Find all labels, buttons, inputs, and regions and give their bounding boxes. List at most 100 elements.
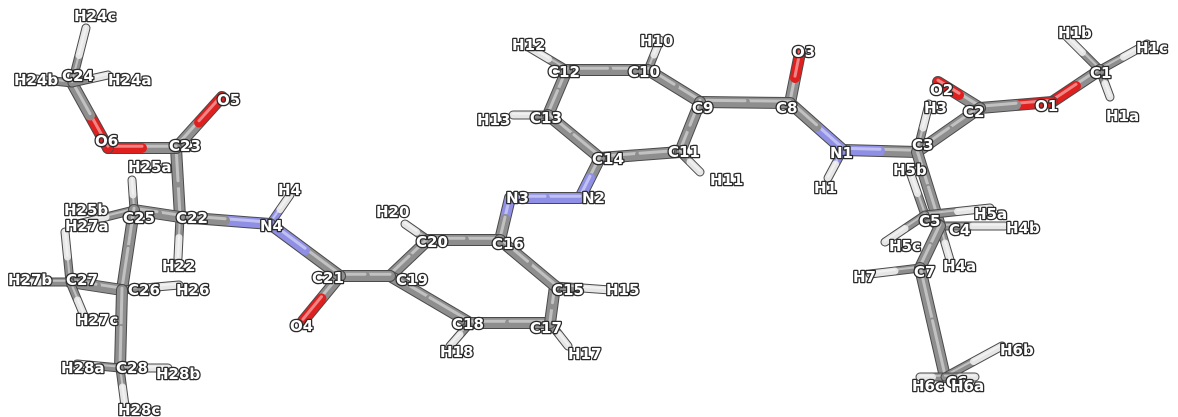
bond-C27-H27b (23, 277, 75, 287)
atom-label-c26: C26 (128, 281, 160, 299)
bond-C5-H5a (920, 203, 995, 220)
atom-label-h20: H20 (376, 203, 409, 221)
atom-label-h1b: H1b (1058, 24, 1092, 42)
atom-label-c8: C8 (776, 99, 797, 117)
atom-label-h28b: H28b (156, 365, 200, 383)
atom-label-c23: C23 (169, 137, 201, 155)
atom-label-h24b: H24b (14, 71, 58, 89)
bond-C6-H6a (940, 372, 980, 382)
atom-label-c3: C3 (912, 136, 933, 154)
atom-label-o1: O1 (1035, 97, 1058, 115)
atom-label-c11: C11 (668, 143, 700, 161)
atom-label-c9: C9 (692, 99, 713, 117)
atom-label-o5: O5 (217, 91, 240, 109)
atom-label-c12: C12 (548, 63, 580, 81)
bond-C7-H7 (865, 263, 925, 279)
atom-label-h5c: H5c (889, 237, 921, 255)
bond-C7-C6 (914, 262, 951, 383)
atom-label-h25b: H25b (64, 201, 108, 219)
atom-label-c18: C18 (452, 315, 484, 333)
atom-label-o6: O6 (95, 132, 118, 150)
bond-C23-O5 (170, 91, 228, 154)
atom-label-c21: C21 (312, 269, 344, 287)
bond-C3-N1 (837, 144, 923, 158)
bond-C11-H11 (675, 147, 705, 177)
atom-label-c13: C13 (530, 109, 562, 127)
bond-C22-C25 (128, 204, 186, 223)
bond-C24-H24a (67, 70, 113, 88)
atom-label-h1a: H1a (1106, 107, 1139, 125)
atom-label-h4a: H4a (943, 257, 976, 275)
atom-label-c1: C1 (1090, 64, 1111, 82)
atom-label-c22: C22 (176, 209, 208, 227)
atom-label-h24c: H24c (74, 7, 116, 25)
bond-C14-C11 (594, 146, 686, 164)
atom-label-h15: H15 (606, 281, 639, 299)
atom-label-h24a: H24a (108, 71, 152, 89)
bond-C10-C12 (561, 64, 654, 76)
atom-label-o3: O3 (792, 43, 815, 61)
atom-label-c16: C16 (492, 235, 524, 253)
atom-label-n3: N3 (506, 189, 529, 207)
atom-label-h4b: H4b (1006, 219, 1040, 237)
bonds-layer (23, 23, 1152, 411)
atom-label-h28c: H28c (118, 401, 160, 417)
atom-label-h13: H13 (477, 111, 510, 129)
atom-label-h25a: H25a (128, 158, 172, 176)
atom-label-h4: H4 (278, 181, 301, 199)
atom-label-h28a: H28a (61, 359, 105, 377)
atom-label-n1: N1 (830, 144, 853, 162)
atom-label-c20: C20 (416, 233, 448, 251)
bond-N4-C22 (174, 211, 276, 230)
atom-label-c25: C25 (123, 209, 155, 227)
atom-label-h10: H10 (640, 32, 673, 50)
atom-label-c2: C2 (963, 103, 984, 121)
atom-label-h6c: H6c (912, 377, 944, 395)
bond-C28-H28c (115, 363, 130, 411)
bond-C19-C21 (334, 270, 396, 282)
atom-label-c15: C15 (552, 281, 584, 299)
atom-label-c10: C10 (628, 63, 660, 81)
atom-label-h1: H1 (814, 179, 837, 197)
atom-label-c14: C14 (592, 150, 624, 168)
atom-label-h3: H3 (924, 99, 947, 117)
bond-C3-H3 (912, 99, 934, 157)
atom-label-h18: H18 (440, 343, 473, 361)
bond-C27-H27c (65, 277, 90, 323)
atom-label-h27b: H27b (8, 271, 52, 289)
atom-label-h17: H17 (568, 345, 601, 363)
atom-label-h1c: H1c (1136, 39, 1168, 57)
atom-label-h22: H22 (162, 257, 195, 275)
atom-label-o4: O4 (290, 317, 313, 335)
bond-C5-H5c (880, 210, 930, 247)
bond-C26-C28 (114, 284, 128, 374)
atom-label-h26: H26 (176, 281, 209, 299)
atom-label-o2: O2 (930, 81, 953, 99)
atom-label-h6a: H6a (951, 377, 984, 395)
atom-label-h5a: H5a (974, 205, 1007, 223)
atom-label-c17: C17 (530, 319, 562, 337)
bond-O6-C24 (66, 77, 114, 154)
atom-label-c6: C6 (946, 373, 967, 391)
atom-label-c7: C7 (914, 263, 935, 281)
atom-label-h7: H7 (853, 268, 876, 286)
atom-label-c28: C28 (116, 359, 148, 377)
atom-label-h11: H11 (710, 171, 743, 189)
atom-label-c27: C27 (66, 271, 98, 289)
atom-label-h27c: H27c (76, 311, 118, 329)
bond-C25-C26 (116, 204, 140, 296)
bond-O1-C2 (974, 96, 1058, 114)
bond-C8-C9 (694, 96, 796, 109)
atom-label-h5b: H5b (893, 161, 927, 179)
atom-label-h6b: H6b (1000, 341, 1034, 359)
bond-C18-C17 (464, 317, 556, 329)
atom-label-c4: C4 (949, 221, 970, 239)
bond-C19-C18 (384, 270, 476, 329)
bond-C15-C16 (494, 234, 561, 292)
atom-label-c24: C24 (62, 67, 94, 85)
atom-label-h27a: H27a (65, 217, 109, 235)
atom-label-c19: C19 (396, 271, 428, 289)
bond-C4-C7 (914, 220, 946, 274)
